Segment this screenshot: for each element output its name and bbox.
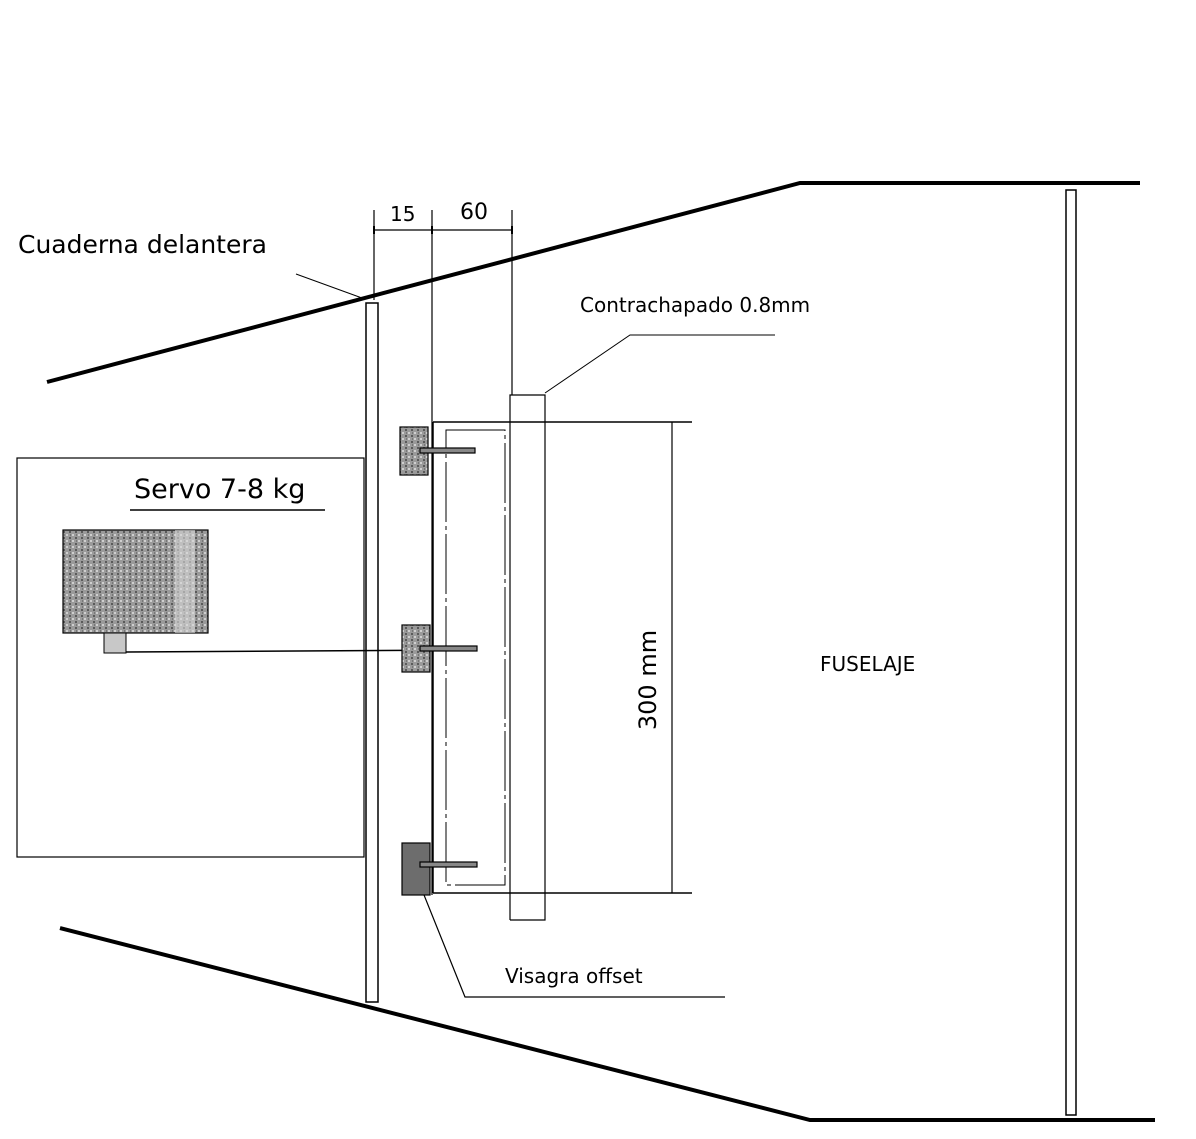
hinge-leader (419, 884, 725, 998)
inner-rib (445, 429, 506, 886)
front-frame-label: Cuaderna delantera (18, 230, 267, 259)
dim-15-label: 15 (390, 202, 416, 226)
front-frame-leader (295, 273, 363, 299)
hinge-label: Visagra offset (505, 964, 643, 988)
servo-arm (103, 632, 127, 654)
fuselage-top-outline (46, 181, 1140, 384)
hinge (401, 842, 431, 896)
fuselage-bottom-outline (59, 926, 1155, 1122)
servo-bay (16, 457, 365, 858)
plywood-leader (544, 334, 775, 394)
plywood-label: Contrachapado 0.8mm (580, 293, 811, 317)
rear-frame (1065, 189, 1077, 1116)
height-label: 300 mm (634, 629, 662, 731)
front-frame (365, 302, 379, 1003)
plywood-strip (509, 394, 546, 921)
servo-label: Servo 7-8 kg (134, 474, 306, 505)
dim-60-label: 60 (460, 200, 488, 225)
fuselage-label: FUSELAJE (820, 652, 916, 676)
